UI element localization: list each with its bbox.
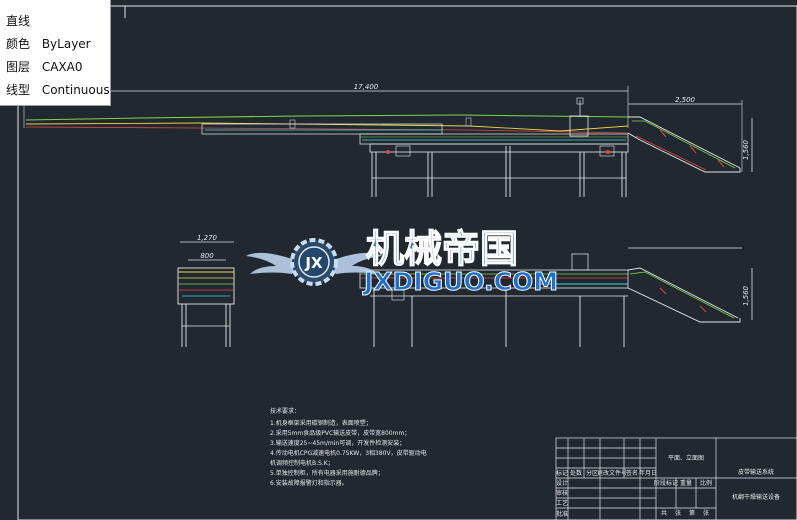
property-key: 图层: [6, 60, 31, 74]
roller-mark-2: [465, 117, 472, 127]
drawing-frame: [17, 5, 797, 520]
incline-top: [628, 116, 741, 169]
drive-motor: [569, 115, 589, 137]
gear-emblem-inner: [298, 246, 330, 278]
plan-incline-rib-1: [659, 287, 667, 295]
dim-total-length: 17,400: [354, 83, 379, 91]
roller-red-2: [606, 150, 610, 154]
tb-row-label: 审核: [556, 489, 568, 497]
object-properties-tooltip: 直线 颜色 ByLayer 图层 CAXA0 线型 Continuous: [0, 0, 111, 106]
dim-height-top: 1,560: [742, 139, 750, 160]
incline-lower: [627, 132, 741, 173]
plan-gear: [391, 289, 405, 301]
note-item: 3.输送速度25~45m/min可调，开发件检测安装；: [270, 439, 405, 447]
property-value: CAXA0: [41, 60, 83, 74]
title-block-text: 平面、立面图 皮带输送系统 机翻干燥输送设备 标记 处数 分区 更改文件号 签名…: [556, 454, 780, 518]
elevation-view[interactable]: 17,400 2,500 1,560: [23, 83, 753, 197]
property-row-linetype: 线型 Continuous: [6, 79, 110, 102]
frame-rail: [369, 143, 629, 153]
tb-col-label: 年月日: [639, 469, 657, 477]
tb-sheet-label: 张: [675, 509, 681, 517]
incline-rib-2: [689, 145, 697, 154]
jxdiguo-watermark: JX 机械帝国 JXDIGUO.COM: [246, 226, 559, 297]
note-item: 2.采用5mm食品级PVC输送皮带，皮带宽800mm；: [270, 429, 410, 437]
property-key: 线型: [6, 83, 31, 97]
note-item: 4.传动电机CPG减速电机0.75KW，3相380V，皮带驱动电: [270, 449, 427, 457]
note-item: 1.机身框架采用碳钢制造，表面喷塑；: [270, 419, 372, 427]
tb-row-label: 工艺: [556, 499, 568, 507]
tb-view-label: 平面、立面图: [668, 454, 704, 462]
plan-incline-rib-2: [699, 305, 707, 313]
tb-row-label: 设计: [556, 479, 568, 487]
plan-incline-lower: [627, 287, 741, 323]
belt-top-edge: [25, 114, 629, 121]
belt-red-edge: [25, 126, 629, 134]
property-value: ByLayer: [41, 37, 91, 51]
motor-gear-1: [395, 145, 411, 157]
incline-green: [632, 120, 736, 169]
dim-side-outer: 1,270: [197, 234, 218, 242]
tb-col-label: 更改文件号: [597, 469, 627, 477]
motor-gear-2: [599, 145, 615, 157]
tb-col-label: 标记: [556, 469, 568, 477]
property-key: 颜色: [6, 37, 31, 51]
property-row-color: 颜色 ByLayer: [6, 33, 110, 56]
plan-motor: [571, 253, 589, 271]
notes-title: 技术要求：: [270, 407, 300, 415]
watermark-chinese: 机械帝国: [366, 227, 518, 271]
roller-mark-1: [289, 119, 296, 129]
side-belt-box: [177, 267, 235, 305]
plan-incline-green: [629, 271, 735, 319]
plan-belt: [359, 269, 629, 289]
motor-indicator: [576, 97, 584, 105]
incline-rib-1: [659, 129, 667, 138]
tb-row-label: 批准: [556, 510, 568, 518]
belt-section-left: [201, 123, 443, 135]
tb-col-label: 处数: [570, 469, 582, 477]
tb-sheet-label: 共: [661, 509, 667, 517]
tb-stage-label: 重量: [680, 479, 692, 487]
wing-left-icon: [246, 252, 300, 274]
incline-rib-3: [717, 159, 725, 168]
side-view[interactable]: 1,270 800: [177, 234, 235, 347]
tb-col-label: 分区: [586, 469, 598, 477]
tb-col-label: 签名: [626, 469, 638, 477]
dim-side-inner: 800: [200, 252, 214, 260]
emblem-letters: JX: [304, 254, 323, 272]
property-value: Continuous: [41, 83, 110, 97]
title-block-border: [555, 437, 797, 520]
roller-red-1: [386, 150, 390, 154]
title-block[interactable]: [555, 437, 797, 520]
property-row-layer: 图层 CAXA0: [6, 56, 110, 79]
dim-incline-length: 2,500: [675, 96, 696, 104]
plan-incline-top: [627, 267, 739, 319]
plan-view[interactable]: 1,560: [359, 247, 753, 347]
object-type-label: 直线: [6, 14, 31, 28]
tb-sheet-label: 第: [689, 509, 695, 517]
incline-red: [635, 135, 707, 171]
tb-drawing-title: 皮带输送系统: [738, 468, 774, 476]
wing-right-icon: [328, 252, 382, 274]
technical-notes: 技术要求： 1.机身框架采用碳钢制造，表面喷塑； 2.采用5mm食品级PVC输送…: [270, 407, 427, 487]
tb-sheet-label: 张: [703, 509, 709, 517]
note-item: 5.单独控制柜，所有电器采用施耐德品牌；: [270, 469, 384, 477]
watermark-domain: JXDIGUO.COM: [362, 267, 558, 296]
tb-stage-label: 阶段标记: [654, 479, 678, 487]
tb-product-name: 机翻干燥输送设备: [732, 493, 780, 501]
note-item: 机调频控制电机B.S.K；: [270, 459, 334, 467]
tb-stage-label: 比例: [700, 479, 712, 487]
note-item: 6.安装故障报警灯和指示器。: [270, 479, 348, 487]
dim-height-bottom: 1,560: [742, 285, 750, 306]
